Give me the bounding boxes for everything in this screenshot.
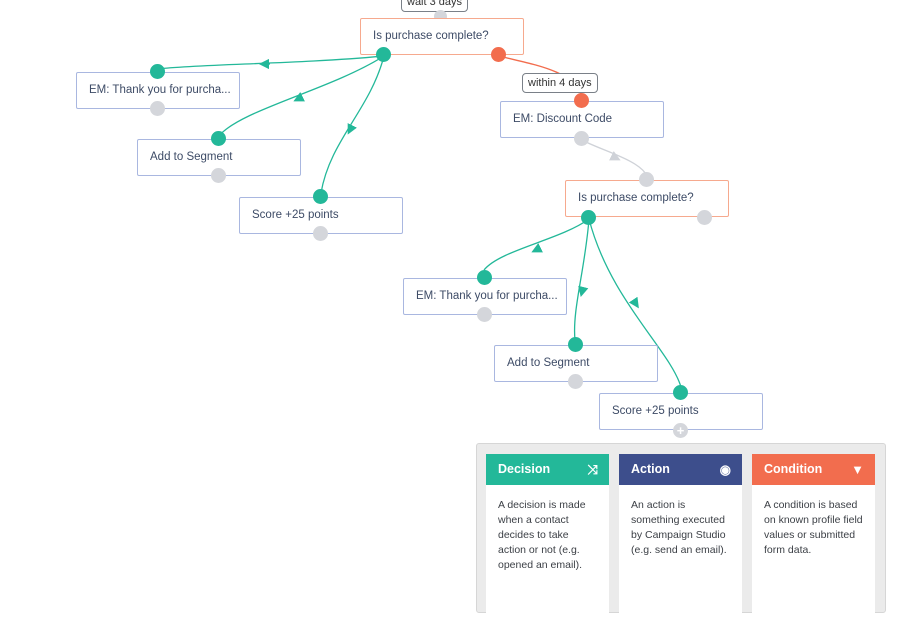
decision-card-description: A decision is made when a contact decide… (498, 499, 586, 571)
segment-2-input-anchor[interactable] (568, 337, 583, 352)
node-label: Add to Segment (150, 151, 233, 163)
node-label: Score +25 points (252, 209, 339, 221)
node-label: Add to Segment (507, 357, 590, 369)
connector-d2-to-segment (573, 218, 590, 341)
decision-card-header[interactable]: Decision ⤨ (486, 454, 609, 485)
node-label: Is purchase complete? (373, 30, 489, 42)
action-card-header[interactable]: Action ◉ (619, 454, 742, 485)
connector-discount-to-d2 (581, 139, 648, 177)
action-card-title: Action (631, 462, 670, 476)
decision-2-yes-anchor[interactable] (581, 210, 596, 225)
segment-1-input-anchor[interactable] (211, 131, 226, 146)
condition-card[interactable]: Condition ▼ A condition is based on know… (752, 454, 875, 624)
segment-1-output-anchor[interactable] (211, 168, 226, 183)
condition-card-description: A condition is based on known profile fi… (764, 499, 863, 556)
score-2-input-anchor[interactable] (673, 385, 688, 400)
wait-label[interactable]: wait 3 days (401, 0, 469, 12)
decision-card[interactable]: Decision ⤨ A decision is made when a con… (486, 454, 609, 624)
segment-2-output-anchor[interactable] (568, 374, 583, 389)
node-label: Is purchase complete? (578, 192, 694, 204)
action-card-description: An action is something executed by Campa… (631, 499, 727, 556)
decision-2-no-anchor[interactable] (697, 210, 712, 225)
email-2-output-anchor[interactable] (477, 307, 492, 322)
node-label: Score +25 points (612, 405, 699, 417)
action-card[interactable]: Action ◉ An action is something executed… (619, 454, 742, 624)
node-label: EM: Discount Code (513, 113, 613, 125)
target-icon: ◉ (719, 462, 731, 477)
condition-card-title: Condition (764, 462, 823, 476)
connector-d1-to-email (157, 55, 385, 70)
filter-icon: ▼ (851, 462, 864, 477)
discount-input-anchor[interactable] (574, 93, 589, 108)
decision-card-title: Decision (498, 462, 551, 476)
condition-card-header[interactable]: Condition ▼ (752, 454, 875, 485)
add-step-plus-icon[interactable]: + (673, 423, 688, 438)
decision-1-yes-anchor[interactable] (376, 47, 391, 62)
connector-d1-to-score (320, 55, 385, 194)
email-1-input-anchor[interactable] (150, 64, 165, 79)
score-1-input-anchor[interactable] (313, 189, 328, 204)
email-1-output-anchor[interactable] (150, 101, 165, 116)
discount-output-anchor[interactable] (574, 131, 589, 146)
action-node-email-discount[interactable]: EM: Discount Code (500, 101, 664, 138)
node-label: EM: Thank you for purcha... (416, 290, 558, 302)
shuffle-icon: ⤨ (587, 462, 598, 477)
within-label[interactable]: within 4 days (522, 73, 598, 93)
score-1-output-anchor[interactable] (313, 226, 328, 241)
email-2-input-anchor[interactable] (477, 270, 492, 285)
decision-2-input-anchor[interactable] (639, 172, 654, 187)
connector-d2-to-email (483, 218, 590, 271)
node-label: EM: Thank you for purcha... (89, 84, 231, 96)
event-type-picker: Decision ⤨ A decision is made when a con… (476, 443, 886, 624)
connector-d1-to-segment (218, 55, 385, 137)
decision-1-no-anchor[interactable] (491, 47, 506, 62)
